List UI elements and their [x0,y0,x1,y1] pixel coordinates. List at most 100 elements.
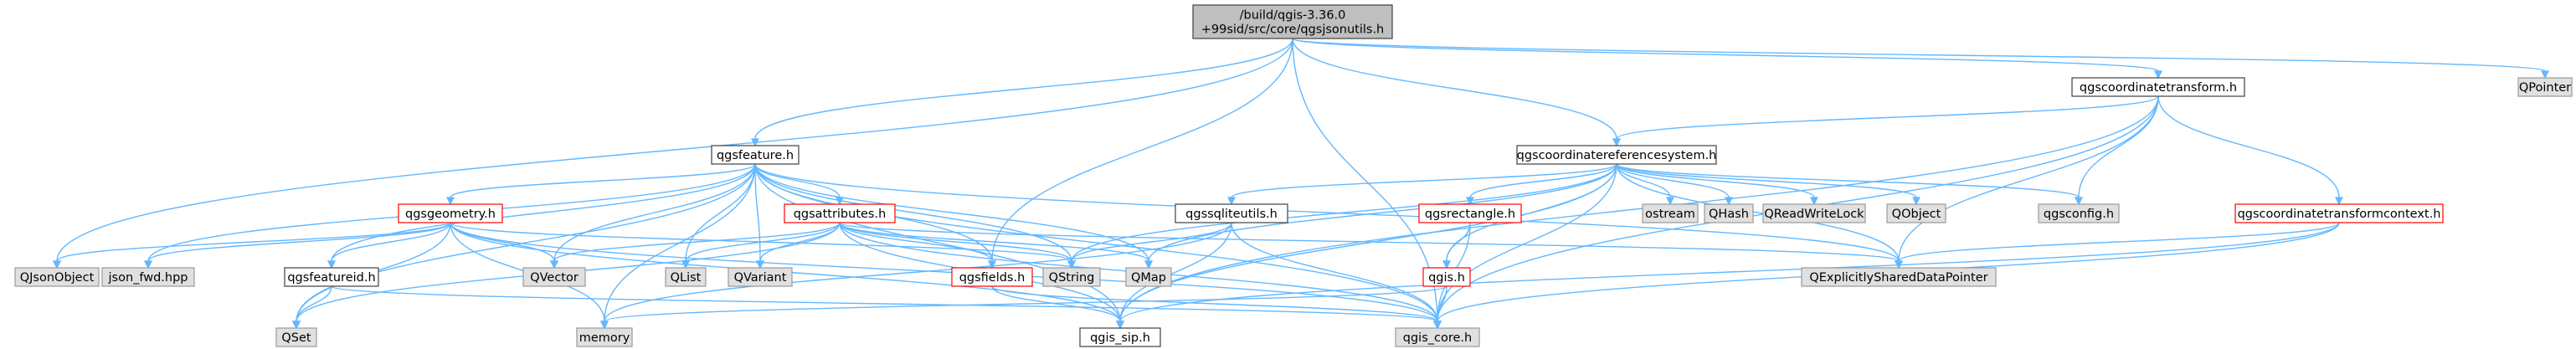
edge-line [1898,95,2159,262]
edge-root-to-QPointer [1292,38,2549,80]
node-qgssqliteutils[interactable]: qgssqliteutils.h [1175,203,1288,223]
node-label: ostream [1645,208,1695,221]
edge-line [1292,38,1438,322]
edge-qgscoordinatereferencesystem-to-QMap [1144,163,1617,269]
edge-line [1292,38,1617,140]
node-qgsrectangle[interactable]: qgsrectangle.h [1418,203,1522,223]
edge-line [1119,222,1232,322]
node-box [784,203,896,223]
node-label: qgsattributes.h [794,208,887,221]
edge-line [296,163,756,322]
edge-line [553,163,756,262]
edge-line [839,222,1149,262]
node-box [1079,327,1161,347]
node-box [522,267,586,287]
node-box [1395,327,1480,347]
node-QString: QString [1042,267,1101,287]
node-QVector: QVector [522,267,586,287]
node-qgsattributes[interactable]: qgsattributes.h [784,203,896,223]
edge-line [2157,95,2340,198]
edge-line [1616,163,1815,198]
node-qgsgeometry[interactable]: qgsgeometry.h [398,203,503,223]
node-QJsonObject: QJsonObject [14,267,100,287]
node-box [275,327,317,347]
node-label: qgssqliteutils.h [1185,208,1278,221]
node-box [951,267,1033,287]
edge-arrowhead [327,260,336,269]
edge-qgsgeometry-to-json_fwd [144,222,451,269]
edge-line [685,222,841,262]
edge-line [450,222,555,262]
edge-line [604,285,1447,322]
node-qgscoordinatetransformcontext[interactable]: qgscoordinatetransformcontext.h [2234,203,2444,223]
edge-line [1616,163,1900,262]
dependency-nodes: /build/qgis-3.36.0+99sid/src/core/qgsjso… [14,4,2573,347]
node-box [1516,145,1717,165]
node-qgsfeatureid[interactable]: qgsfeatureid.h [284,267,379,287]
edge-line [1469,163,1617,198]
node-qgis-sip[interactable]: qgis_sip.h [1079,327,1161,347]
edge-arrowhead [681,260,690,269]
edge-arrowhead [1810,197,1818,206]
edge-line [604,222,1232,322]
edge-qgsgeometry-to-QJsonObject [53,222,451,269]
edge-line [331,163,756,262]
edge-line [147,222,451,262]
edge-qgsgeometry-to-qgsfeatureid [327,222,451,269]
edge-line [1119,95,2159,322]
edge-line [754,163,1900,262]
node-label: qgsfields.h [959,271,1026,285]
edge-root-to-QJsonObject [53,38,1293,269]
edge-line [1071,163,1617,262]
edge-line [839,222,993,262]
edge-root-to-qgscoordinatetransform [1292,38,2162,80]
edge-line [1119,163,1617,322]
node-qgscoordinatetransform[interactable]: qgscoordinatetransform.h [2071,77,2245,97]
node-QSet: QSet [275,327,317,347]
edge-line [1616,163,1671,198]
node-qgsfields[interactable]: qgsfields.h [951,267,1033,287]
edge-qgsattributes-to-QList [681,222,841,269]
node-label: qgis_core.h [1403,331,1472,345]
edge-line [1071,222,1232,262]
node-json-fwd: json_fwd.hpp [101,267,195,287]
node-box [2038,203,2120,223]
node-box [665,267,707,287]
edge-arrowhead [2075,197,2083,206]
node-label: qgsconfig.h [2044,208,2114,221]
node-label: QReadWriteLock [1764,208,1864,221]
edge-arrowhead [292,321,301,330]
edge-line [1148,163,1617,262]
edge-line [685,163,756,262]
edge-arrowhead [1144,260,1153,269]
edge-arrowhead [1067,260,1076,269]
edge-qgscoordinatetransform-to-qgscoordinatereferencesystem [1612,95,2159,147]
node-box [576,327,633,347]
edge-qgsfeature-to-qgsgeometry [446,163,756,206]
node-box [284,267,379,287]
node-QObject: QObject [1886,203,1946,223]
edge-arrowhead [988,260,996,269]
edge-line [1616,95,2159,140]
edge-line [991,38,1293,262]
node-qgsfeature[interactable]: qgsfeature.h [711,145,800,165]
node-root[interactable]: /build/qgis-3.36.0+99sid/src/core/qgsjso… [1192,4,1393,39]
node-box [711,145,800,165]
edge-arrowhead [1442,260,1451,269]
edge-arrowhead [2154,70,2162,80]
node-box [1192,4,1393,39]
node-box [728,267,793,287]
node-label: QObject [1892,208,1941,221]
node-label: qgsfeature.h [717,149,794,162]
node-qgis[interactable]: qgis.h [1422,267,1471,287]
node-qgscoordinatereferencesystem[interactable]: qgscoordinatereferencesystem.h [1516,145,1717,165]
node-box [14,267,100,287]
edge-line [331,222,451,262]
edge-line [754,163,761,262]
edge-line [839,222,1900,262]
node-box [1801,267,1997,287]
edge-arrowhead [550,260,558,269]
node-ostream: ostream [1642,203,1699,223]
edge-arrowhead [1227,197,1236,206]
node-label: QMap [1131,271,1166,285]
